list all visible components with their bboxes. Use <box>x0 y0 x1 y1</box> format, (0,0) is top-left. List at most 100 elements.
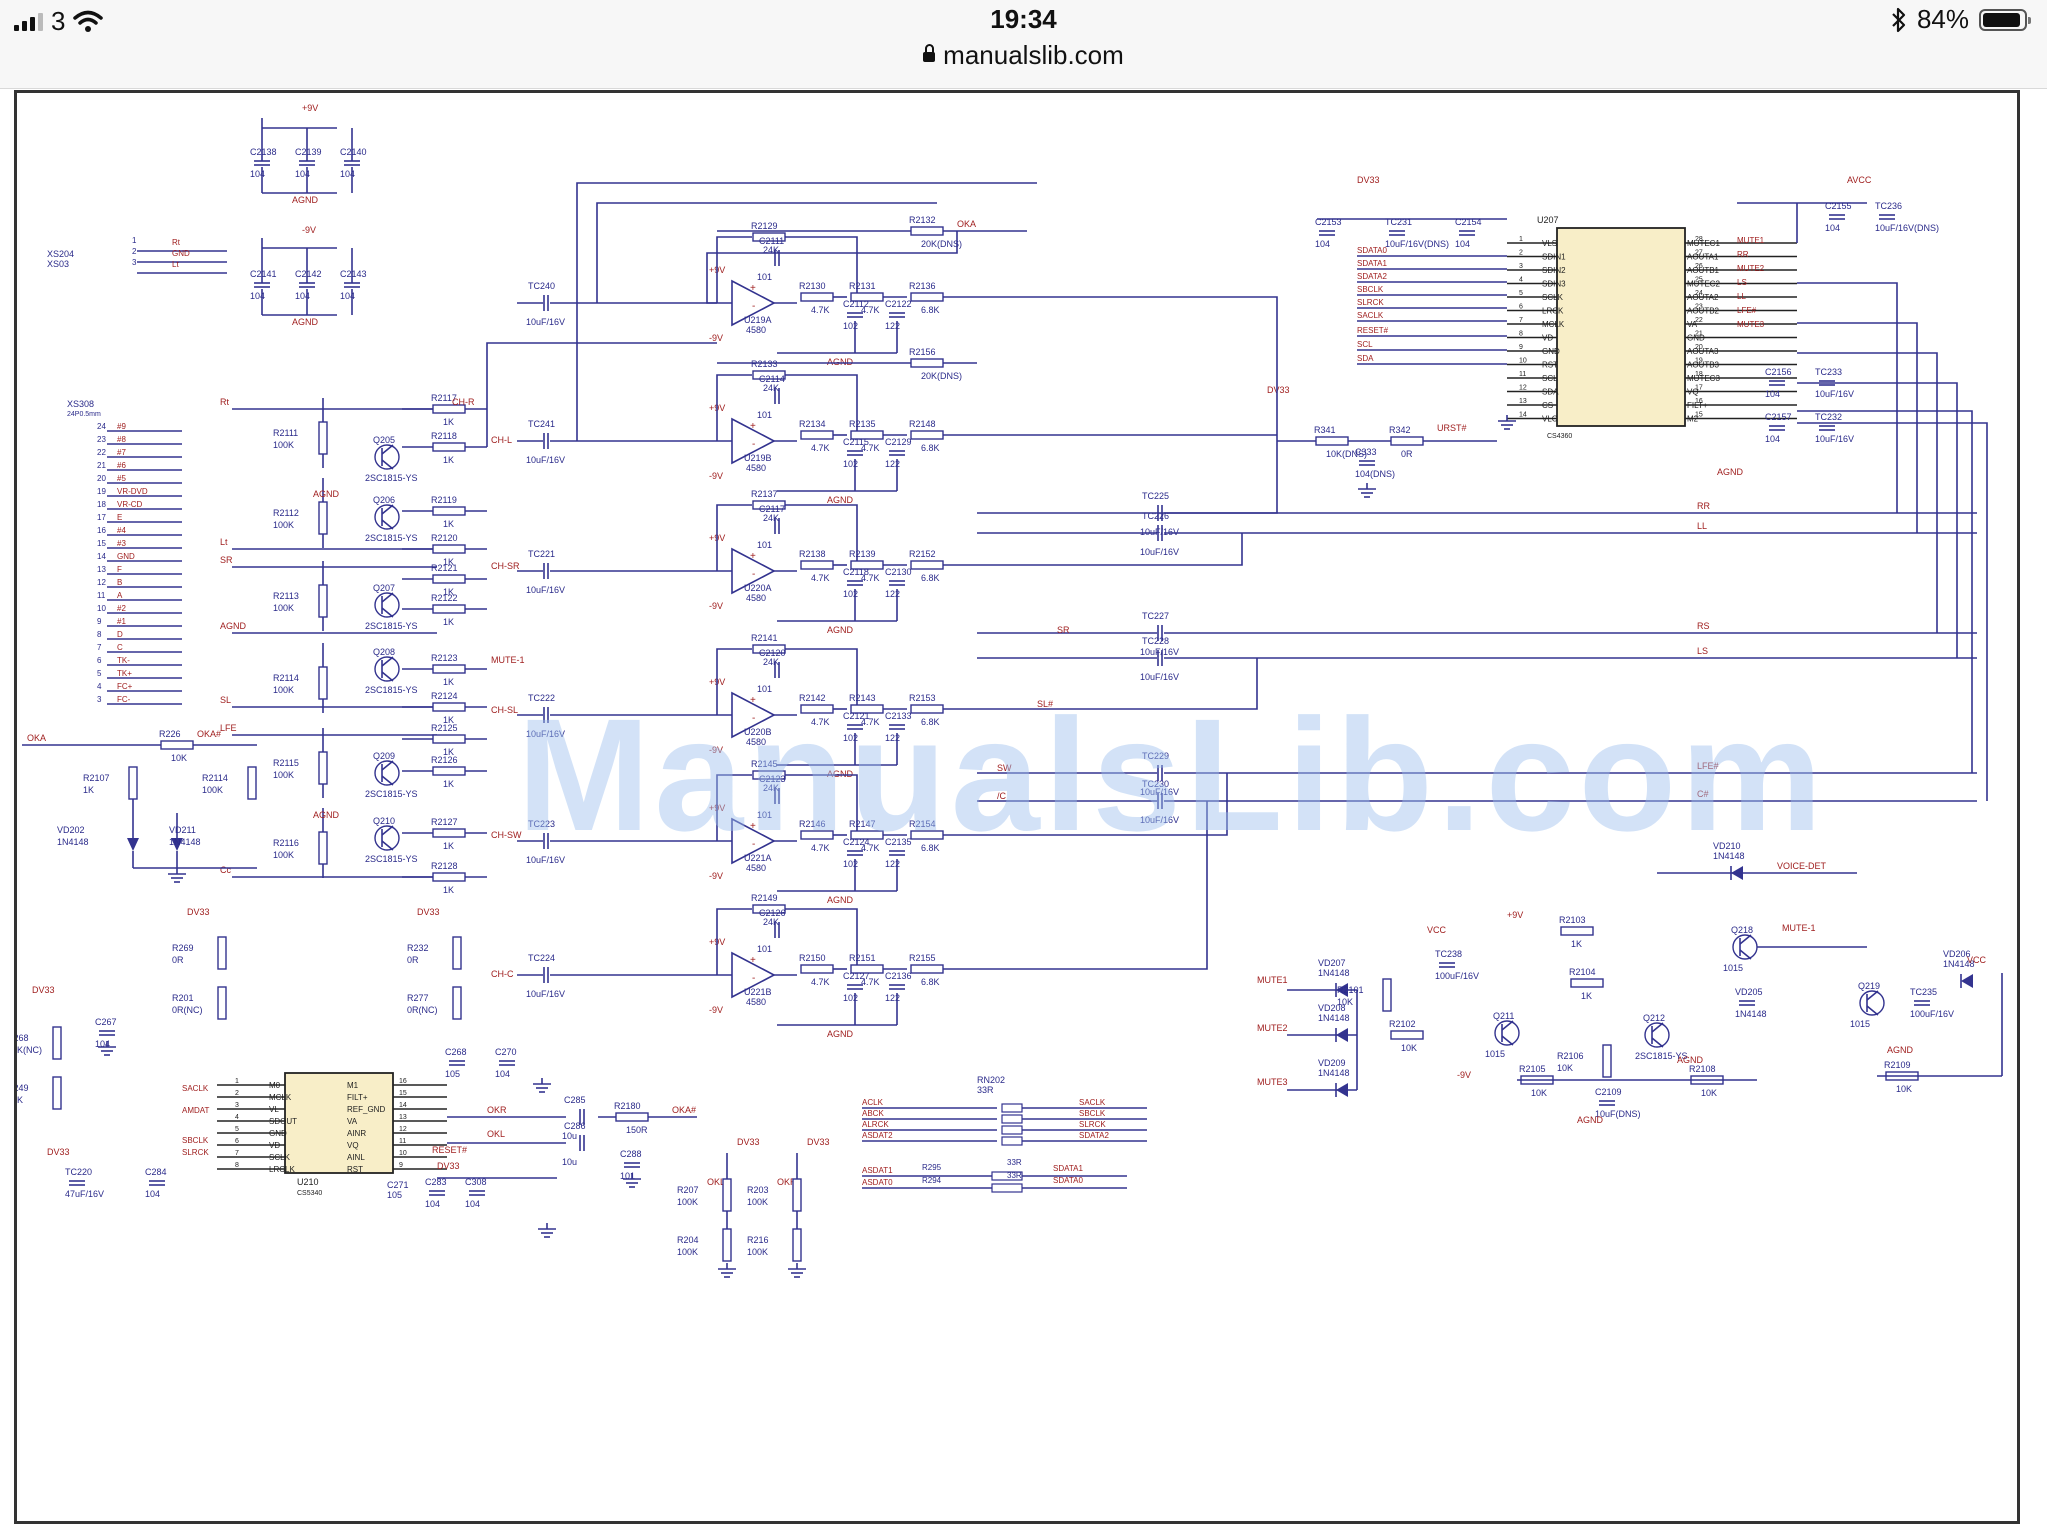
label: C271 <box>387 1180 409 1190</box>
label: R294 <box>922 1176 942 1185</box>
label: AGND <box>313 810 340 820</box>
transistor-Q219 <box>1859 990 1885 1016</box>
wire <box>1797 282 1898 513</box>
resistor-value: 24K <box>763 783 779 793</box>
resistor-ref: R2125 <box>431 723 458 733</box>
resistor-ref: R2112 <box>273 508 299 518</box>
resistor-value: 24K <box>763 383 779 393</box>
label: 7 <box>97 643 102 652</box>
resistor-R341 <box>1315 436 1349 446</box>
pin: + <box>750 283 756 294</box>
battery-icon <box>1979 8 2031 31</box>
resistor-value: 6.8K <box>921 573 940 583</box>
opamp-U221A <box>731 817 776 865</box>
ic-pin: MUTEC1 <box>1687 239 1720 248</box>
resistor-value: 1K <box>1581 991 1592 1001</box>
transistor-part: 2SC1815-YS <box>365 533 418 543</box>
capacitor-value: 102 <box>843 859 858 869</box>
capacitor-value: 10uF/16V <box>526 317 565 327</box>
label: 33R <box>1007 1158 1022 1167</box>
connector-pin: #4 <box>117 526 126 535</box>
transistor-ref: Q208 <box>373 647 395 657</box>
label: AGND <box>827 1029 854 1039</box>
resistor-ref: R216 <box>747 1235 769 1245</box>
connector-pin: B <box>117 578 122 587</box>
wifi-icon <box>73 10 104 32</box>
diode-part: 1N4148 <box>1713 851 1745 861</box>
capacitor-ref: C2140 <box>340 147 367 157</box>
ic-pin: AINR <box>347 1129 366 1138</box>
capacitor-value: 104 <box>340 291 355 301</box>
transistor-ref: Q218 <box>1731 925 1753 935</box>
ic-pin: M2 <box>1687 415 1699 424</box>
lock-icon <box>923 44 936 63</box>
label: AVCC <box>1847 175 1872 185</box>
resistor-value: 10K <box>171 753 187 763</box>
signal-bars-icon <box>14 11 43 31</box>
resistor-R2152 <box>910 560 944 570</box>
connector-pin: F <box>117 565 122 574</box>
resistor-R2122 <box>432 604 466 614</box>
capacitor-value: 104 <box>295 169 310 179</box>
resistor-value: 100K <box>677 1247 698 1257</box>
resistor-ref: R2141 <box>751 633 778 643</box>
opamp-ref: U220B <box>744 727 772 737</box>
label: 1N4148 <box>57 837 89 847</box>
capacitor-ref: TC223 <box>528 819 555 829</box>
wire <box>381 656 394 667</box>
resistor-value: 6.8K <box>921 977 940 987</box>
resistor-ref: R2108 <box>1689 1064 1716 1074</box>
ic-pin: GND <box>269 1129 287 1138</box>
resistor-ref: R226 <box>159 729 181 739</box>
label: DV33 <box>32 985 55 995</box>
resistor-R268 <box>52 1026 62 1060</box>
label: 9 <box>399 1162 403 1169</box>
label: 2 <box>1519 250 1523 257</box>
label: OKA# <box>197 729 221 739</box>
capacitor-value: 1N4148 <box>1735 1009 1767 1019</box>
resistor-ref: R2129 <box>751 221 778 231</box>
resistor-R204 <box>722 1228 732 1262</box>
capacitor-ref: C286 <box>564 1121 586 1131</box>
label: AGND <box>827 895 854 905</box>
label: AGND <box>292 317 319 327</box>
wire <box>1739 934 1752 945</box>
resistor-R2112 <box>318 501 328 535</box>
resistor-value: 6.8K <box>921 443 940 453</box>
label: AGND <box>827 495 854 505</box>
label: 7 <box>235 1150 239 1157</box>
label: OKR <box>777 1177 797 1187</box>
ic-pin: LRCLK <box>269 1165 295 1174</box>
capacitor-ref: C2112 <box>843 299 869 309</box>
resistor-ref: R207 <box>677 1185 699 1195</box>
ic-pin: SDOUT <box>269 1117 297 1126</box>
pin: - <box>752 839 755 850</box>
transistor-ref: Q205 <box>373 435 395 445</box>
capacitor-ref: TC222 <box>528 693 555 703</box>
connector-pin: A <box>117 591 123 600</box>
label: 33R <box>977 1085 994 1095</box>
opamp-ref: U221B <box>744 987 772 997</box>
capacitor-ref: C2130 <box>885 567 912 577</box>
label: DV33 <box>417 907 440 917</box>
resistor-R2104 <box>1570 978 1604 988</box>
wire <box>716 908 752 975</box>
capacitor-ref: TC229 <box>1142 751 1169 761</box>
label: 19 <box>97 487 106 496</box>
address-bar[interactable]: manualslib.com <box>0 40 2047 71</box>
net-label: SBCLK <box>1079 1109 1106 1118</box>
label: 10 <box>97 604 106 613</box>
label: 12 <box>399 1126 407 1133</box>
resistor-value: 10K <box>1557 1063 1573 1073</box>
capacitor-value: 10uF/16V <box>1140 815 1179 825</box>
diode-part: 1N4148 <box>1318 968 1350 978</box>
resistor-ref: R2146 <box>799 819 826 829</box>
label: OKL <box>707 1177 725 1187</box>
wire <box>716 374 752 441</box>
resistor-R2101 <box>1382 978 1392 1012</box>
resistor-ref: R2151 <box>849 953 876 963</box>
resistor-value: 1K <box>443 417 454 427</box>
capacitor-value: 104 <box>250 291 265 301</box>
resistor-value: 1K <box>83 785 94 795</box>
